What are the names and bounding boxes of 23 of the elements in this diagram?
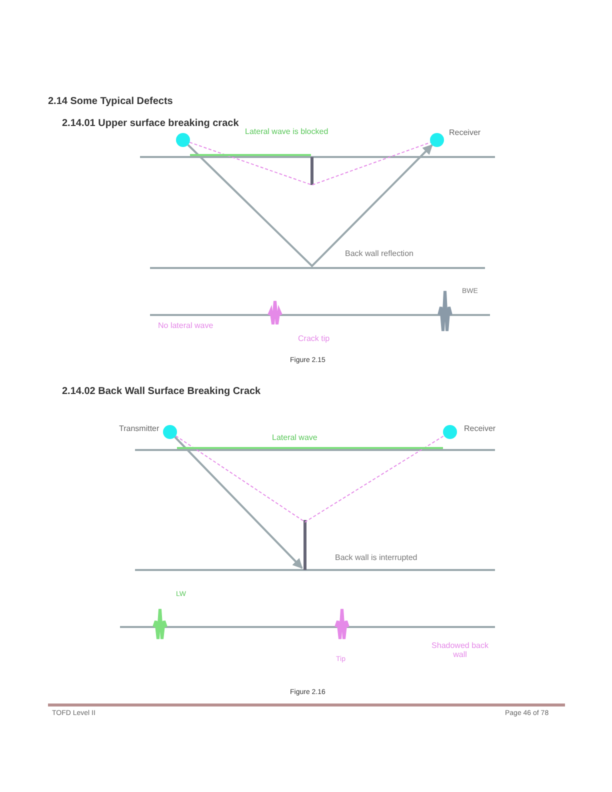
crack-tip-label: Crack tip — [298, 334, 330, 343]
lateral-wave-path — [177, 447, 443, 449]
back-wall-label: Back wall reflection — [345, 249, 414, 258]
probe-icon — [443, 425, 457, 439]
back-wall-label: Back wall is interrupted — [335, 553, 418, 562]
lateral-wave-label: Lateral wave — [272, 433, 318, 442]
probe-icon — [176, 133, 190, 147]
probe-label: Receiver — [449, 128, 481, 137]
diffraction-path — [189, 142, 431, 186]
lateral-wave-path — [190, 154, 311, 156]
probe-icon — [163, 425, 177, 439]
probe-label: Receiver — [464, 424, 496, 433]
lateral-wave-note: No lateral wave — [158, 321, 214, 330]
subsection-heading: 2.14.02 Back Wall Surface Breaking Crack — [62, 386, 261, 397]
section-heading: 2.14 Some Typical Defects — [48, 96, 173, 107]
back-wall-note: Shadowed back wall — [430, 641, 490, 659]
probe-label: Transmitter — [119, 424, 160, 433]
sound-beam-path — [174, 436, 303, 569]
diffraction-path — [175, 435, 445, 523]
subsection-heading: 2.14.01 Upper surface breaking crack — [62, 118, 239, 129]
sound-beam-path — [187, 144, 433, 268]
probe-icon — [430, 133, 444, 147]
lateral-wave-label: Lateral wave is blocked — [245, 127, 328, 136]
